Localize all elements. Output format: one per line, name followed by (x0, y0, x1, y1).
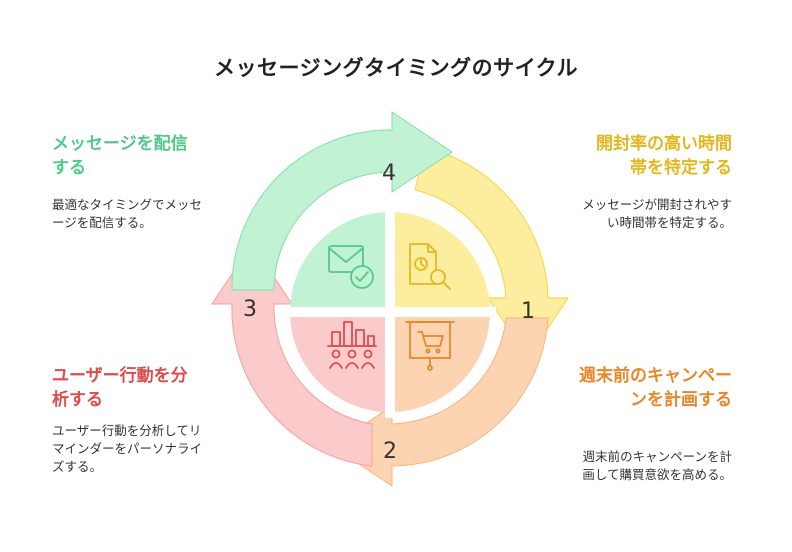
quadrant-step-2 (390, 312, 490, 412)
quadrant-step-4 (290, 212, 390, 312)
envelope-check-icon (328, 245, 374, 289)
step-2-number: 2 (383, 439, 397, 464)
step-3-description: ユーザー行動を分析してリマインダーをパーソナライズする。 (52, 423, 203, 474)
step-2-description: 週末前のキャンペーンを計画して購買意欲を高める。 (582, 449, 732, 482)
cycle-arrows (211, 111, 569, 487)
quadrant-step-1 (390, 212, 490, 312)
step-3-heading: ユーザー行動を分析する (52, 366, 188, 410)
inner-quadrants (284, 206, 496, 418)
step-1-heading: 開封率の高い時間帯を特定する (596, 134, 732, 178)
arrow-step-4 (231, 111, 453, 291)
step-2-heading: 週末前のキャンペーンを計画する (579, 366, 732, 410)
step-1-description: メッセージが開封されやすい時間帯を特定する。 (582, 197, 732, 230)
arrow-step-2 (331, 317, 549, 487)
document-clock-search-icon (409, 243, 451, 290)
step-4-description: 最適なタイミングでメッセージを配信する。 (52, 197, 203, 230)
step-4-number: 4 (382, 161, 396, 186)
arrow-step-3 (211, 243, 373, 467)
quadrant-step-3 (290, 312, 390, 412)
presentation-cart-icon (405, 321, 455, 371)
step-1-number: 1 (521, 299, 535, 324)
step-4-heading: メッセージを配信する (52, 134, 188, 178)
diagram-title: メッセージングタイミングのサイクル (213, 56, 579, 80)
step-3-number: 3 (243, 297, 257, 322)
arrow-step-1 (414, 147, 569, 359)
bar-chart-people-icon (327, 321, 377, 369)
